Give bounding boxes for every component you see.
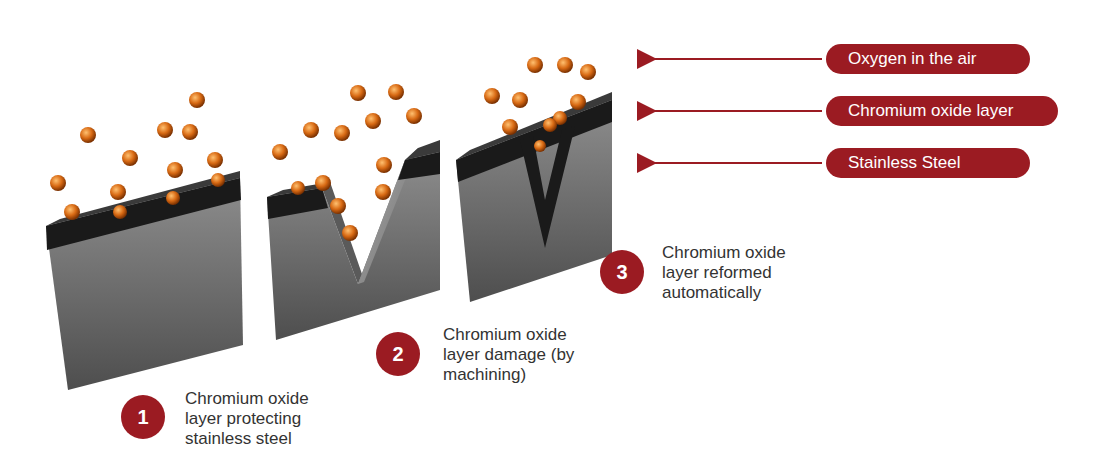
oxygen-atoms-part bbox=[113, 205, 127, 219]
oxygen-atoms-part bbox=[167, 162, 183, 178]
oxygen-atoms-part bbox=[315, 175, 331, 191]
step-callout: 2 Chromium oxide layer damage (by machini… bbox=[376, 325, 577, 385]
oxygen-atoms-part bbox=[502, 119, 518, 135]
oxygen-atoms-part bbox=[557, 57, 573, 73]
oxygen-atoms-part bbox=[342, 225, 358, 241]
block-damaged-part bbox=[398, 152, 440, 180]
label-pill: Oxygen in the air bbox=[826, 44, 1030, 74]
block-intact bbox=[46, 171, 243, 390]
oxygen-atoms-part bbox=[166, 191, 180, 205]
label-pill: Chromium oxide layer bbox=[826, 96, 1058, 126]
oxygen-atoms-part bbox=[207, 152, 223, 168]
step-caption: Chromium oxide layer protecting stainles… bbox=[185, 389, 335, 449]
block-damaged-part bbox=[322, 182, 362, 284]
step-caption: Chromium oxide layer damage (by machinin… bbox=[443, 325, 577, 385]
oxygen-atoms-part bbox=[375, 184, 391, 200]
oxygen-atoms-part bbox=[580, 64, 596, 80]
oxygen-atoms-part bbox=[543, 118, 557, 132]
oxygen-atoms-part bbox=[189, 92, 205, 108]
oxygen-atoms-part bbox=[110, 184, 126, 200]
block-reformed-part bbox=[520, 126, 575, 248]
leader-arrows-part bbox=[655, 110, 822, 112]
oxygen-atoms-part bbox=[157, 122, 173, 138]
pill-text: Oxygen in the air bbox=[848, 49, 977, 68]
pill-text: Stainless Steel bbox=[848, 153, 960, 172]
block-reformed bbox=[456, 92, 612, 302]
oxygen-atoms-part bbox=[512, 92, 528, 108]
oxygen-atoms-part bbox=[211, 173, 225, 187]
callout-number: 1 bbox=[121, 395, 165, 439]
oxygen-atoms-part bbox=[350, 85, 366, 101]
oxygen-atoms bbox=[50, 57, 596, 241]
leader-arrows-part bbox=[655, 58, 822, 60]
oxygen-atoms-part bbox=[406, 108, 422, 124]
oxygen-atoms-part bbox=[376, 157, 392, 173]
oxygen-atoms-part bbox=[50, 175, 66, 191]
block-intact-part bbox=[46, 178, 243, 390]
oxygen-atoms-part bbox=[334, 125, 350, 141]
oxygen-atoms-part bbox=[365, 113, 381, 129]
label-pill: Stainless Steel bbox=[826, 148, 1030, 178]
oxygen-atoms-part bbox=[80, 127, 96, 143]
leader-arrows-part bbox=[655, 162, 822, 164]
oxygen-atoms-part bbox=[527, 57, 543, 73]
oxygen-atoms-part bbox=[303, 122, 319, 138]
pill-text: Chromium oxide layer bbox=[848, 101, 1013, 120]
block-damaged bbox=[267, 140, 440, 340]
oxygen-atoms-part bbox=[272, 144, 288, 160]
step-callout: 1 Chromium oxide layer protecting stainle… bbox=[121, 389, 335, 449]
oxygen-atoms-part bbox=[182, 124, 198, 140]
oxygen-atoms-part bbox=[534, 140, 546, 152]
step-caption: Chromium oxide layer reformed automatica… bbox=[662, 243, 802, 303]
block-reformed-part bbox=[456, 100, 612, 302]
oxygen-atoms-part bbox=[291, 181, 305, 195]
oxygen-atoms-part bbox=[570, 94, 586, 110]
oxygen-atoms-part bbox=[330, 198, 346, 214]
callout-number: 3 bbox=[600, 250, 644, 294]
block-intact-part bbox=[46, 178, 241, 250]
block-damaged-part bbox=[267, 152, 440, 340]
oxygen-atoms-part bbox=[388, 84, 404, 100]
oxygen-atoms-part bbox=[484, 88, 500, 104]
oxygen-atoms-part bbox=[122, 150, 138, 166]
leader-arrows bbox=[655, 59, 822, 163]
callout-number: 2 bbox=[376, 332, 420, 376]
step-callout: 3 Chromium oxide layer reformed automatic… bbox=[600, 243, 802, 303]
oxygen-atoms-part bbox=[64, 204, 80, 220]
